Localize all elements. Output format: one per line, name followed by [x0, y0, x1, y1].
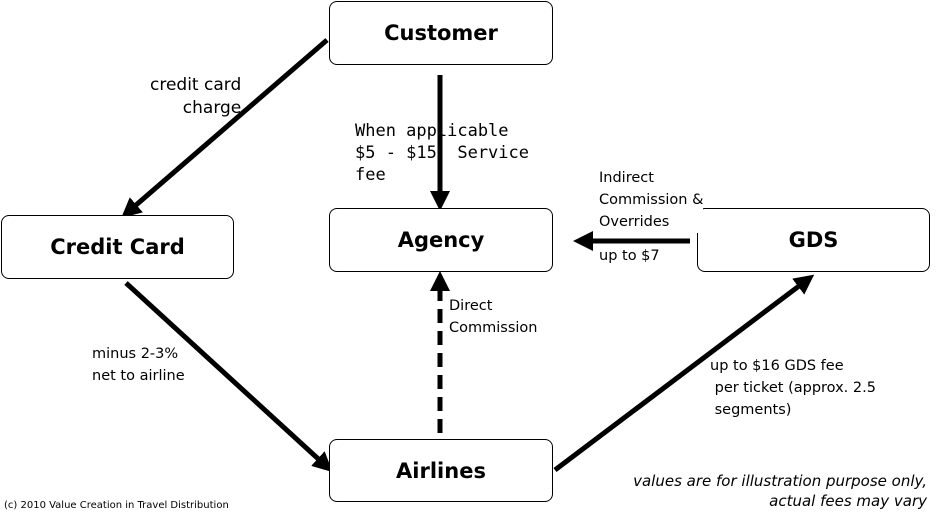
- label-credit-card-fee: minus 2-3% net to airline: [92, 346, 185, 384]
- credit-card-node: Credit Card: [1, 215, 234, 279]
- label-service-fee: When applicable $5 - $15 Service fee: [355, 121, 529, 185]
- label-gds-fee: up to $16 GDS fee per ticket (approx. 2.…: [710, 358, 876, 418]
- customer-node: Customer: [329, 1, 553, 65]
- label-up-to-7: up to $7: [599, 248, 660, 264]
- gds-node: GDS: [697, 208, 930, 272]
- arrow-customer-to-credit-card: [121, 38, 329, 218]
- label-indirect-commission: Indirect Commission & Overrides: [599, 167, 704, 233]
- arrow-airlines-to-gds: [553, 274, 815, 472]
- label-credit-card-charge: credit card charge: [150, 75, 242, 118]
- copyright-text: (c) 2010 Value Creation in Travel Distri…: [4, 500, 229, 511]
- agency-node: Agency: [329, 208, 553, 272]
- label-direct-commission: Direct Commission: [449, 298, 538, 336]
- airlines-node: Airlines: [329, 439, 553, 502]
- arrow-credit-card-to-airlines: [124, 281, 333, 473]
- disclaimer-note: values are for illustration purpose only…: [633, 472, 927, 510]
